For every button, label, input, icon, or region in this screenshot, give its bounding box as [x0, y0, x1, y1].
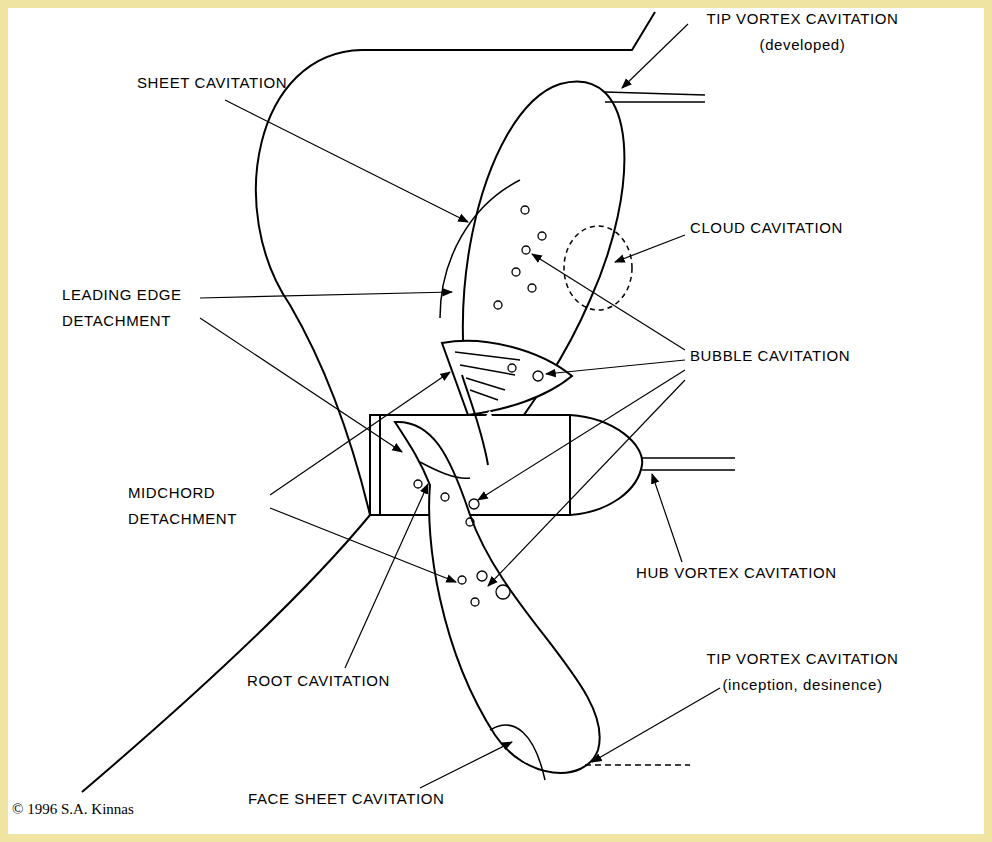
hub-line — [379, 415, 381, 515]
middle-blade — [442, 341, 572, 415]
face-sheet-label: FACE SHEET CAVITATION — [248, 786, 445, 812]
bubble-label: BUBBLE CAVITATION — [690, 343, 850, 369]
frame-border — [4, 4, 988, 838]
skeg-outline — [82, 515, 370, 792]
hub-vortex — [642, 458, 735, 470]
leader-lines — [200, 24, 720, 788]
midchord-streaks — [455, 352, 520, 400]
leading-edge-label: LEADING EDGE DETACHMENT — [62, 282, 212, 334]
tip-vortex-developed — [605, 92, 705, 102]
cloud-label: CLOUD CAVITATION — [690, 215, 843, 241]
hull-outline — [256, 12, 655, 515]
root-label: ROOT CAVITATION — [247, 668, 390, 694]
tip-vortex-inception — [585, 764, 690, 766]
face-sheet-edge — [490, 725, 545, 780]
sheet-cavity-edge — [440, 180, 520, 318]
hub-vortex-label: HUB VORTEX CAVITATION — [636, 560, 837, 586]
cloud-cavity — [564, 226, 632, 310]
root-cavity-edge — [420, 462, 470, 478]
lower-blade — [395, 422, 600, 773]
tip-inception-label: TIP VORTEX CAVITATION (inception, desine… — [680, 646, 925, 698]
copyright-label: © 1996 S.A. Kinnas — [12, 800, 134, 818]
midchord-label: MIDCHORD DETACHMENT — [128, 480, 273, 532]
tip-vortex-label: TIP VORTEX CAVITATION (developed) — [680, 6, 925, 58]
sheet-label: SHEET CAVITATION — [137, 70, 287, 96]
upper-blade-root-edge — [462, 375, 488, 465]
